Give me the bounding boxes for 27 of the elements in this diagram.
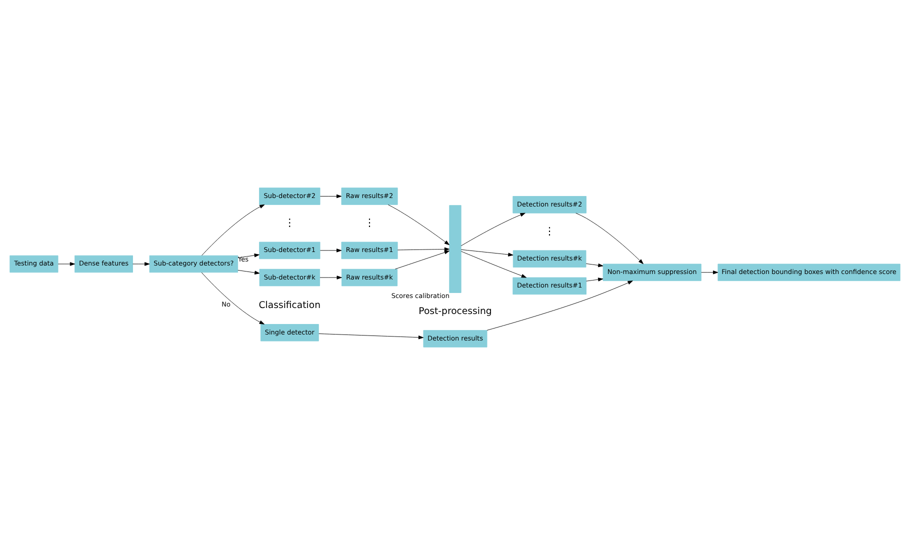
arrow <box>586 277 604 281</box>
arrow <box>397 246 450 251</box>
arrow <box>460 250 527 278</box>
arrow <box>318 332 424 339</box>
arrow <box>238 253 260 258</box>
label: Post-processing <box>418 305 492 316</box>
arrow <box>58 262 76 266</box>
label: Classification <box>258 299 321 310</box>
arrow <box>701 270 718 274</box>
arrow <box>320 275 342 279</box>
label: ⋮ <box>364 216 375 228</box>
arrow <box>238 270 260 274</box>
label: ⋮ <box>544 224 555 237</box>
arrow <box>202 204 265 256</box>
label: ⋮ <box>284 216 295 228</box>
arrow <box>586 262 604 267</box>
arrow <box>460 248 514 256</box>
arrow <box>394 250 450 269</box>
arrow <box>132 262 150 266</box>
arrow <box>320 194 342 198</box>
arrow <box>486 280 633 330</box>
arrow <box>320 248 342 252</box>
arrow <box>201 272 265 324</box>
arrow <box>388 204 450 245</box>
arrow <box>460 212 526 246</box>
arrow <box>576 212 644 264</box>
node-box <box>449 204 462 292</box>
